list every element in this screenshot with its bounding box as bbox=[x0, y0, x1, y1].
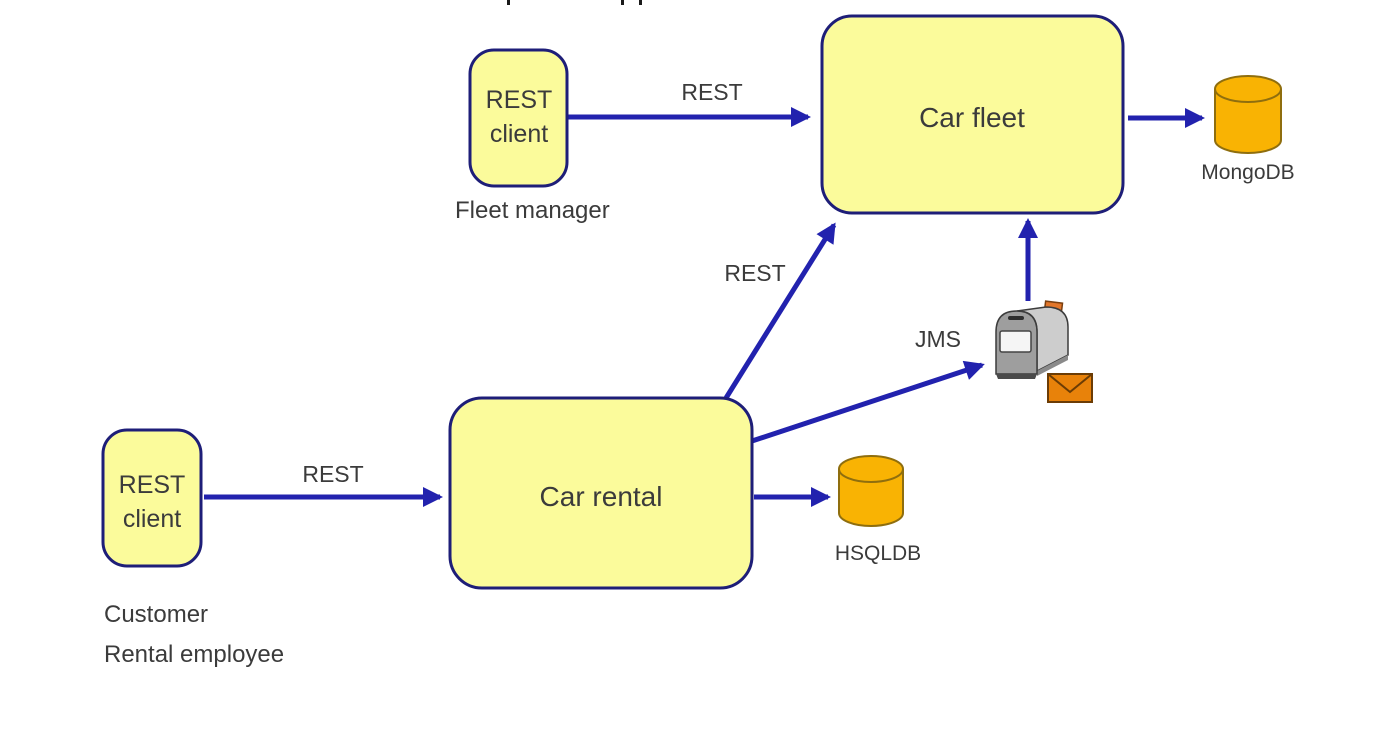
database-cylinder-top bbox=[1214, 75, 1282, 103]
node-box bbox=[468, 48, 569, 188]
mailbox-body-base bbox=[1037, 355, 1068, 376]
node-customer-rest-client: REST client bbox=[101, 428, 203, 568]
node-car-rental: Car rental bbox=[448, 396, 754, 590]
cropped-title-fragment bbox=[639, 0, 642, 5]
node-label: REST bbox=[486, 86, 553, 114]
node-fleet-rest-client: REST client bbox=[468, 48, 569, 188]
caption-fleet-manager: Fleet manager bbox=[455, 197, 610, 224]
node-box bbox=[101, 428, 203, 568]
edge-label-rest-diagonal: REST bbox=[724, 260, 785, 286]
datastore-label: HSQLDB bbox=[835, 542, 921, 565]
node-label: Car fleet bbox=[919, 102, 1025, 133]
node-label: client bbox=[123, 505, 181, 533]
node-label: client bbox=[490, 120, 548, 148]
node-box bbox=[448, 396, 754, 590]
node-label: REST bbox=[119, 471, 186, 499]
cropped-title-fragment bbox=[507, 0, 510, 5]
caption-customer: Customer bbox=[104, 601, 208, 628]
node-car-fleet: Car fleet bbox=[820, 14, 1125, 215]
envelope-icon bbox=[1047, 373, 1093, 403]
datastore-label: MongoDB bbox=[1201, 161, 1294, 184]
edge-car-rental-to-car-fleet bbox=[723, 222, 837, 400]
node-label: Car rental bbox=[540, 481, 663, 512]
database-cylinder-icon bbox=[1214, 89, 1282, 154]
mailbox-slot bbox=[1008, 316, 1024, 320]
mailbox-window bbox=[999, 330, 1032, 353]
edges bbox=[204, 107, 1205, 507]
cropped-title-fragment bbox=[621, 0, 624, 5]
datastore-hsqldb: HSQLDB bbox=[835, 455, 921, 565]
cropped-title-fragments bbox=[507, 0, 642, 5]
mailbox-base bbox=[996, 374, 1037, 379]
database-cylinder-top bbox=[838, 455, 904, 483]
edge-label-rest-top: REST bbox=[681, 79, 742, 105]
mailbox-icon bbox=[995, 300, 1069, 379]
edge-label-rest-bottom: REST bbox=[302, 461, 363, 487]
caption-rental-employee: Rental employee bbox=[104, 641, 284, 668]
database-cylinder-icon bbox=[838, 469, 904, 527]
edge-label-jms: JMS bbox=[915, 326, 961, 352]
datastore-mongodb: MongoDB bbox=[1201, 75, 1295, 184]
envelope-body bbox=[1047, 373, 1093, 403]
envelope-flap bbox=[1047, 373, 1093, 394]
edge-car-rental-to-mailbox bbox=[751, 360, 985, 444]
node-box bbox=[820, 14, 1125, 215]
